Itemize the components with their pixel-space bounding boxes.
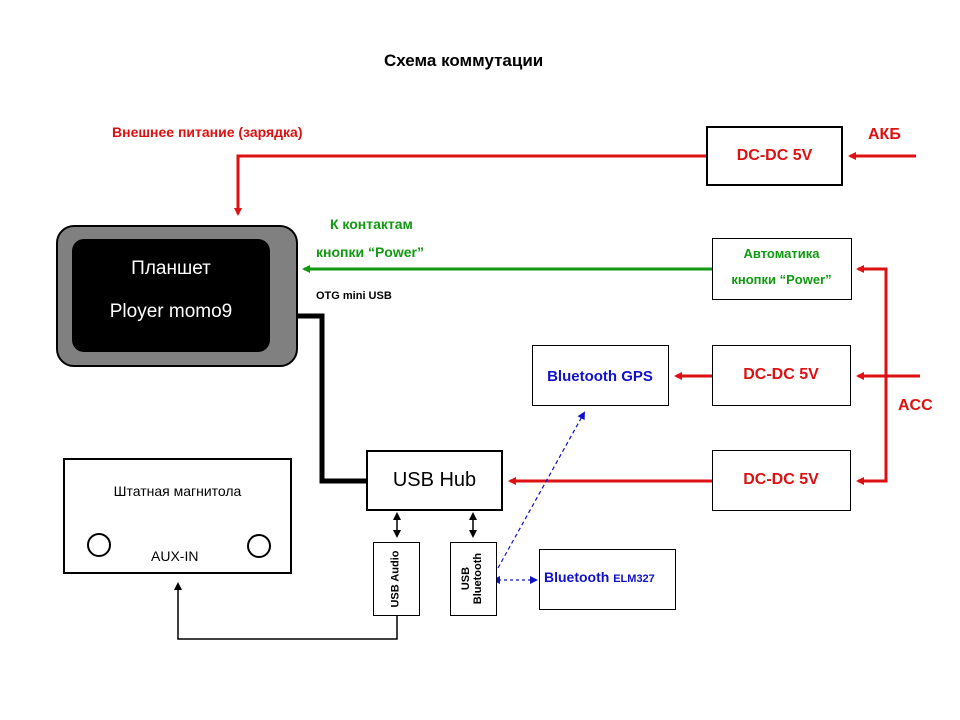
bt-gps-label: Bluetooth GPS	[547, 368, 653, 385]
label-akb: АКБ	[868, 126, 901, 143]
wire-otg-cable	[298, 313, 366, 484]
usb-bluetooth-text-line2: Bluetooth	[472, 552, 485, 605]
diagram-title: Схема коммутации	[384, 51, 544, 70]
label-external-power: Внешнее питание (зарядка)	[112, 124, 303, 140]
head-unit-knob-left	[87, 533, 111, 557]
usb-hub-label: USB Hub	[392, 469, 477, 491]
automation-label-line1: Автоматика	[743, 246, 820, 261]
usb-audio-text: USB Audio	[390, 549, 402, 608]
tablet-screen: Планшет Ployer momo9	[72, 239, 270, 352]
dcdc-bottom-label: DC-DC 5V	[743, 471, 819, 488]
label-otg: OTG mini USB	[316, 290, 392, 302]
tablet-label-line1: Планшет	[131, 258, 211, 279]
label-aux-in: AUX-IN	[151, 548, 199, 564]
tablet-label-line2: Ployer momo9	[109, 301, 233, 322]
wire-usb-audio-to-aux	[174, 582, 398, 640]
bt-gps-block: Bluetooth GPS	[532, 345, 669, 406]
link-bt-to-gps	[497, 411, 585, 569]
head-unit-block: Штатная магнитола AUX-IN	[63, 458, 292, 574]
usb-bluetooth-block: USB Bluetooth	[450, 542, 497, 616]
bt-elm327-block: Bluetooth ELM327	[539, 549, 676, 610]
usb-audio-block: USB Audio	[373, 542, 420, 616]
bt-elm327-prefix: Bluetooth	[544, 569, 610, 585]
usb-bluetooth-label: USB Bluetooth	[451, 543, 495, 614]
bt-elm327-model: ELM327	[613, 573, 655, 585]
head-unit-label: Штатная магнитола	[113, 483, 242, 499]
usb-audio-label: USB Audio	[374, 543, 418, 614]
tablet-device: Планшет Ployer momo9	[56, 225, 298, 367]
head-unit-knob-right	[247, 534, 271, 558]
label-power-button: кнопки “Power”	[316, 244, 424, 260]
dcdc-bottom-block: DC-DC 5V	[712, 450, 851, 511]
automation-label-line2: кнопки “Power”	[731, 272, 832, 287]
dcdc-top-label: DC-DC 5V	[736, 147, 813, 164]
bt-elm327-label: Bluetooth ELM327	[544, 570, 655, 585]
usb-hub-block: USB Hub	[366, 450, 503, 511]
label-acc: ACC	[898, 397, 933, 414]
dcdc-mid-block: DC-DC 5V	[712, 345, 851, 406]
automation-block: Автоматика кнопки “Power”	[712, 238, 852, 300]
dcdc-mid-label: DC-DC 5V	[743, 366, 819, 383]
wire-dcdc-top-to-tablet	[234, 154, 706, 216]
dcdc-top-block: DC-DC 5V	[706, 126, 843, 186]
label-to-contacts: К контактам	[330, 216, 413, 232]
